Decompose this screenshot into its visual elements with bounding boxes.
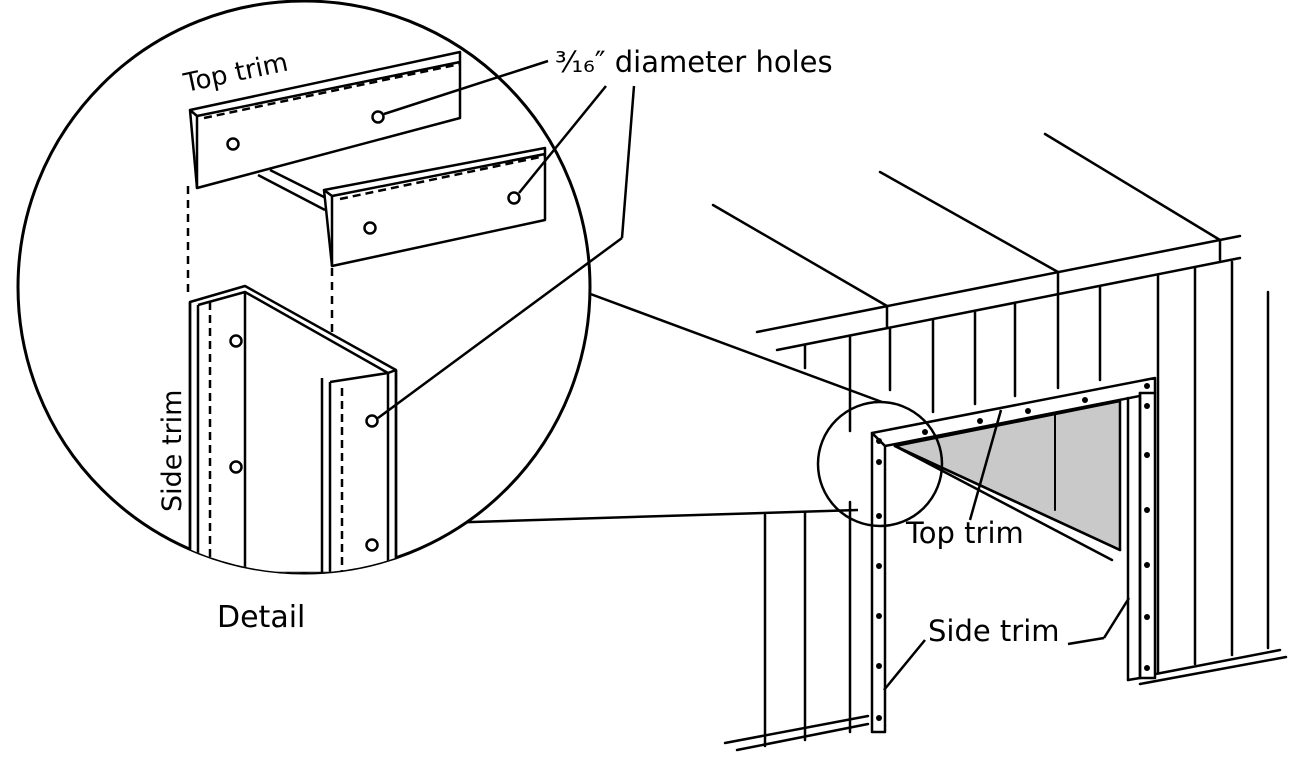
side-trim-left-building — [870, 431, 887, 734]
detail-side-trim — [188, 284, 398, 573]
left-wall-siding — [723, 500, 870, 752]
detail-drawing — [186, 50, 547, 573]
roof-rafters — [711, 132, 1222, 308]
side-trim-right-building — [1138, 391, 1157, 680]
building-leader-lines — [883, 409, 1131, 691]
trim-bolts — [876, 383, 1150, 721]
hole-leader-lines — [377, 59, 636, 420]
detail-caption: Detail — [217, 600, 305, 635]
fascia-board — [755, 234, 1242, 352]
hole-diameter-label: ³⁄₁₆″ diameter holes — [555, 45, 833, 79]
detail-side-trim-label: Side trim — [157, 390, 188, 512]
detail-top-trim-front — [322, 146, 547, 268]
building-side-trim-label: Side trim — [928, 614, 1060, 648]
upper-wall-siding — [803, 285, 1102, 433]
building-illustration — [711, 132, 1288, 752]
detail-brace — [257, 168, 331, 212]
right-wall-siding — [1138, 260, 1288, 686]
detail-top-trim-back — [188, 50, 462, 190]
header-beam — [893, 444, 1122, 562]
detail-alignment-lines — [186, 186, 334, 366]
detail-connector-lines — [439, 287, 883, 525]
building-top-trim-label: Top trim — [905, 516, 1024, 550]
